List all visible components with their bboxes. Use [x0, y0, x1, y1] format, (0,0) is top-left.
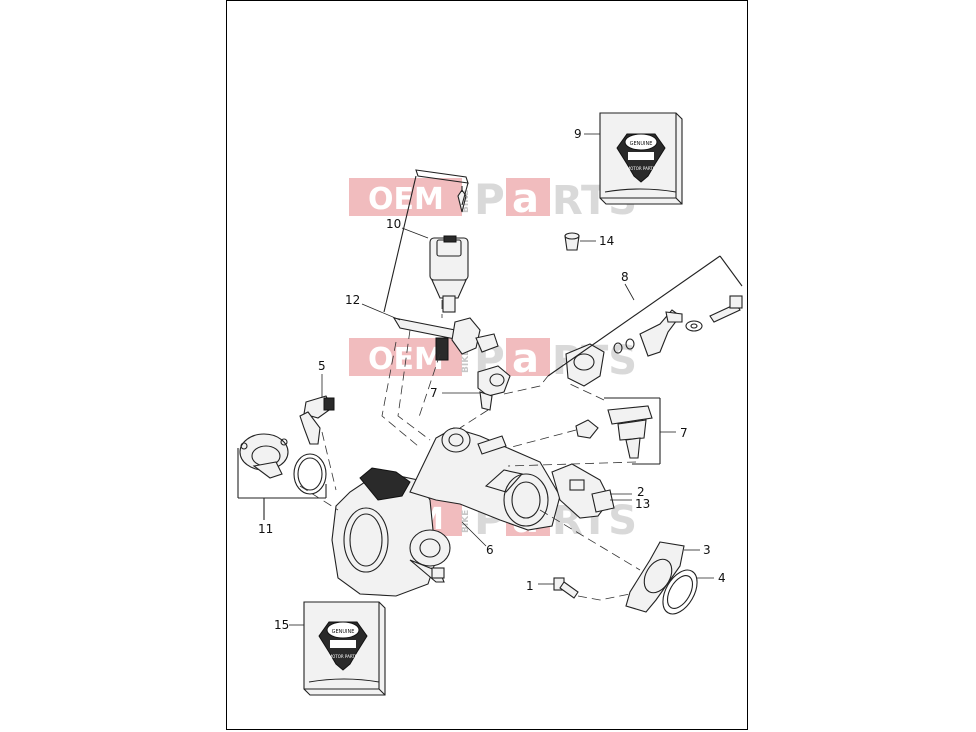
callout-1: 1	[526, 579, 534, 593]
callout-7-upper: 7	[430, 386, 438, 400]
injector-7-right	[575, 397, 676, 465]
callout-6: 6	[486, 543, 494, 557]
logo-motor-parts-text: MOTOR PARTS	[627, 166, 656, 171]
kit-box-15: GENUINE MOTOR PARTS	[303, 601, 386, 696]
callout-5: 5	[318, 359, 326, 373]
watermark-top: OEM BIKE P a RTS	[349, 175, 637, 224]
callout-2: 2	[637, 485, 645, 499]
kit-box-9: GENUINE MOTOR PARTS	[599, 112, 683, 205]
fuel-rail-8	[547, 255, 743, 387]
callout-9: 9	[574, 127, 582, 141]
callout-15: 15	[274, 618, 289, 632]
callout-7-right: 7	[680, 426, 688, 440]
watermark-a-text: a	[512, 176, 539, 222]
bracket-12	[361, 303, 499, 361]
intake-manifold	[409, 427, 561, 531]
seal-4	[662, 569, 714, 615]
logo-genuine-text: GENUINE	[332, 629, 355, 635]
genuine-parts-logo: GENUINE MOTOR PARTS	[616, 133, 666, 183]
watermark-p-text: P	[474, 175, 505, 224]
sensor-10	[383, 169, 469, 313]
logo-genuine-text: GENUINE	[630, 141, 653, 147]
watermark-oem-text: OEM	[368, 182, 444, 217]
bolt-1	[538, 577, 579, 599]
sensor-5	[299, 374, 335, 445]
watermark-bike-text: BIKE	[461, 190, 471, 213]
genuine-parts-logo: GENUINE MOTOR PARTS	[318, 621, 368, 671]
callout-10: 10	[386, 217, 401, 231]
watermark-a-text: a	[512, 336, 539, 382]
throttle-body-6	[331, 467, 487, 597]
callout-4: 4	[718, 571, 726, 585]
watermark-bike-text: BIKE	[461, 510, 471, 533]
callouts: 1 2 3 4 5 6 7 7 8 9 10 11 12 13 14 15	[258, 127, 726, 632]
callout-3: 3	[703, 543, 711, 557]
callout-13: 13	[635, 497, 650, 511]
watermark-bike-text: BIKE	[461, 350, 471, 373]
map-sensor-2	[551, 463, 632, 519]
injector-7-upper	[442, 365, 511, 411]
flange-3	[625, 541, 700, 613]
callout-14: 14	[599, 234, 614, 248]
cap-14	[564, 232, 596, 251]
fitting-11	[237, 433, 327, 520]
callout-12: 12	[345, 293, 360, 307]
logo-motor-parts-text: MOTOR PARTS	[329, 654, 358, 659]
assembly-lines	[299, 300, 641, 601]
diagram-frame	[226, 0, 748, 730]
callout-11: 11	[258, 522, 273, 536]
callout-8: 8	[621, 270, 629, 284]
